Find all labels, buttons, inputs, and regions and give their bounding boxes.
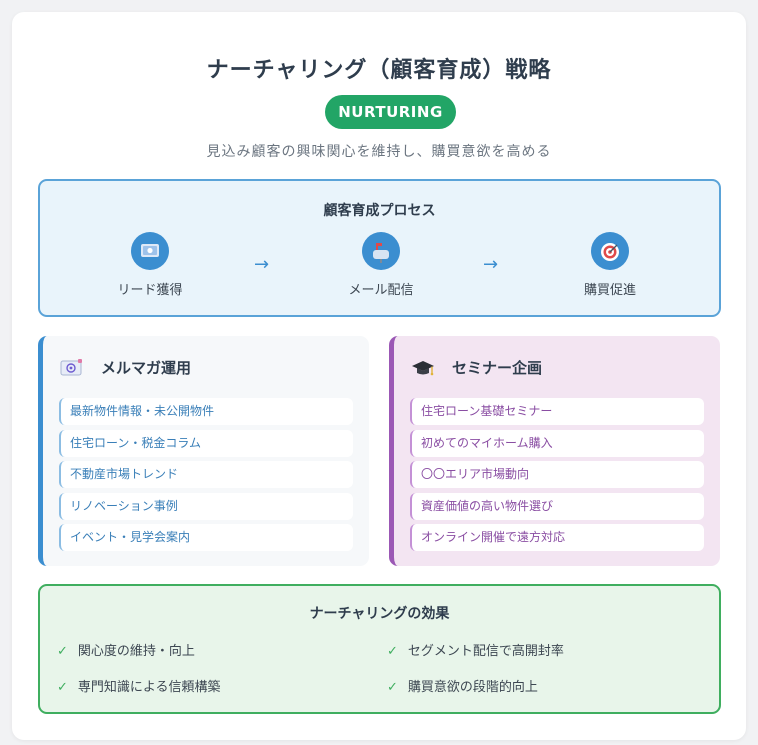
list-item: オンライン開催で遠方対応 [410, 524, 704, 551]
graduation-cap-icon [410, 356, 436, 380]
process-step-label: 購買促進 [583, 283, 636, 298]
process-step-mail: メール配信 [321, 232, 441, 298]
list-item: リノベーション事例 [59, 492, 353, 520]
seminar-list: 住宅ローン基礎セミナー 初めてのマイホーム購入 〇〇エリア市場動向 資産価値の高… [410, 398, 704, 556]
process-title: 顧客育成プロセス [323, 203, 436, 219]
list-item: 初めてのマイホーム購入 [410, 429, 704, 457]
process-step-label: リード獲得 [117, 283, 183, 298]
effect-label: 購買意欲の段階的向上 [407, 680, 538, 695]
arrow-right-icon: → [483, 254, 499, 275]
mailmag-panel: メルマガ運用 最新物件情報・未公開物件 住宅ローン・税金コラム 不動産市場トレン… [38, 336, 369, 566]
mailmag-list: 最新物件情報・未公開物件 住宅ローン・税金コラム 不動産市場トレンド リノベーシ… [59, 398, 353, 556]
process-step-lead: リード獲得 [90, 232, 210, 298]
process-step-purchase: 購買促進 [550, 232, 670, 298]
strategy-card: ナーチャリング（顧客育成）戦略 NURTURING 見込み顧客の興味関心を維持し… [12, 12, 746, 740]
email-icon [59, 356, 85, 380]
process-step-label: メール配信 [348, 283, 414, 298]
list-item: 資産価値の高い物件選び [410, 492, 704, 520]
seminar-title: セミナー企画 [452, 359, 543, 377]
effects-title: ナーチャリングの効果 [309, 606, 450, 622]
list-item: 住宅ローン・税金コラム [59, 429, 353, 457]
check-icon: ✓ [57, 680, 68, 695]
list-item: 最新物件情報・未公開物件 [59, 398, 353, 425]
nurturing-badge: NURTURING [325, 95, 456, 129]
effect-item: ✓ 専門知識による信頼構築 [57, 676, 221, 695]
mailbox-icon [362, 232, 400, 270]
check-icon: ✓ [387, 680, 398, 695]
list-item: 不動産市場トレンド [59, 461, 353, 488]
mailmag-title: メルマガ運用 [101, 359, 192, 377]
arrow-right-icon: → [254, 254, 270, 275]
check-icon: ✓ [387, 644, 398, 659]
effect-item: ✓ 購買意欲の段階的向上 [387, 676, 538, 695]
target-icon [591, 232, 629, 270]
page-title: ナーチャリング（顧客育成）戦略 [206, 58, 552, 83]
effect-item: ✓ 関心度の維持・向上 [57, 640, 195, 659]
list-item: イベント・見学会案内 [59, 524, 353, 551]
effect-label: 関心度の維持・向上 [77, 644, 195, 659]
effect-item: ✓ セグメント配信で高開封率 [387, 640, 564, 659]
check-icon: ✓ [57, 644, 68, 659]
page-subtitle: 見込み顧客の興味関心を維持し、購買意欲を高める [206, 144, 552, 160]
process-section: 顧客育成プロセス リード獲得 → メール配信 [38, 179, 721, 317]
id-card-icon [131, 232, 169, 270]
seminar-panel: セミナー企画 住宅ローン基礎セミナー 初めてのマイホーム購入 〇〇エリア市場動向… [389, 336, 720, 566]
list-item: 〇〇エリア市場動向 [410, 461, 704, 488]
effect-label: セグメント配信で高開封率 [407, 644, 564, 659]
effects-section: ナーチャリングの効果 ✓ 関心度の維持・向上 ✓ セグメント配信で高開封率 ✓ 専門知… [38, 584, 721, 714]
effect-label: 専門知識による信頼構築 [77, 680, 221, 695]
list-item: 住宅ローン基礎セミナー [410, 398, 704, 425]
